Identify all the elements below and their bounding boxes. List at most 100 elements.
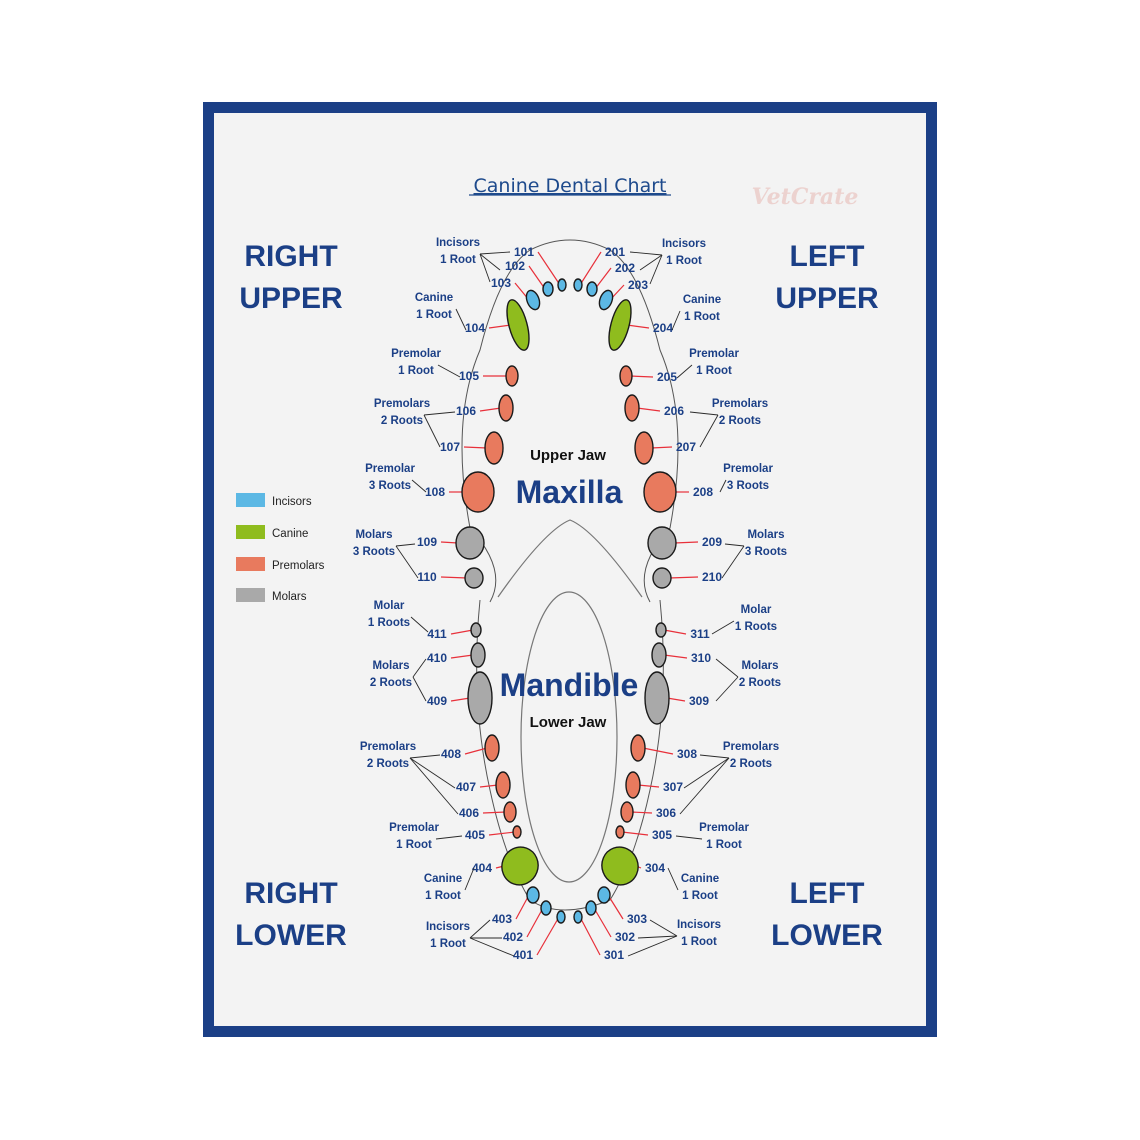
tooth-303[interactable] [597,886,611,904]
tooth-411-leader [450,629,474,635]
tooth-108[interactable] [461,471,495,513]
legend-label: Incisors [272,496,312,508]
group-pointer-line [639,254,663,271]
tooth-109-leader [440,541,459,544]
group-label-line: 3 Roots [369,480,411,492]
tooth-307-leader [637,784,660,788]
group-label-line: 1 Root [684,311,720,323]
tooth-306[interactable] [620,801,634,823]
tooth-403[interactable] [526,886,540,904]
group-label-line: Molars [747,529,784,541]
tooth-208[interactable] [643,471,677,513]
tooth-405[interactable] [512,825,522,839]
tooth-406[interactable] [503,801,517,823]
tooth-301[interactable] [573,910,583,924]
tooth-205[interactable] [619,365,633,387]
tooth-307[interactable] [625,771,641,799]
group-label-line: 1 Root [430,938,466,950]
tooth-110[interactable] [464,567,484,589]
tooth-209-leader [673,541,699,544]
tooth-number-207: 207 [676,440,696,454]
tooth-107[interactable] [484,431,504,465]
group-label-line: Premolars [723,741,779,753]
legend-item-incisors: Incisors [236,493,312,508]
tooth-106[interactable] [498,394,514,422]
tooth-408[interactable] [484,734,500,762]
tooth-109[interactable] [455,526,485,560]
tooth-403-leader [515,894,530,920]
group-label-line: Canine [681,873,719,885]
legend: Incisors Canine Premolars Molars [236,493,325,603]
tooth-302[interactable] [585,900,597,916]
tooth-104-leader [488,324,512,329]
tooth-410[interactable] [470,642,486,668]
group-label-line: Incisors [426,921,470,933]
tooth-number-311: 311 [690,627,710,641]
group-pointer-line [464,867,475,891]
quadrant-word-1: RIGHT [244,240,337,273]
group-pointer-line [676,364,693,379]
tooth-202[interactable] [586,281,598,297]
tooth-308[interactable] [630,734,646,762]
group-pointer-line [395,545,419,579]
tooth-309[interactable] [644,671,670,725]
group-label-line: 1 Root [396,839,432,851]
tooth-210[interactable] [652,567,672,589]
tooth-311[interactable] [655,622,667,638]
tooth-310[interactable] [651,642,667,668]
tooth-209[interactable] [647,526,677,560]
tooth-411[interactable] [470,622,482,638]
group-label-line: 2 Roots [719,415,761,427]
tooth-207[interactable] [634,431,654,465]
tooth-311-leader [663,629,687,635]
tooth-104[interactable] [503,298,534,353]
chart-frame [203,102,937,1037]
tooth-304[interactable] [597,842,644,890]
tooth-number-109: 109 [417,535,437,549]
tooth-number-406: 406 [459,806,479,820]
group-label-line: 1 Root [416,309,452,321]
tooth-number-208: 208 [693,485,713,499]
tooth-404[interactable] [497,842,544,890]
group-label-line: Incisors [662,238,706,250]
tooth-206[interactable] [624,394,640,422]
tooth-105[interactable] [505,365,519,387]
tooth-204[interactable] [605,298,636,353]
group-pointer-line [409,754,441,759]
group-label-line: 1 Root [682,890,718,902]
group-label-line: 1 Root [696,365,732,377]
tooth-number-204: 204 [653,321,673,335]
group-label-line: 1 Roots [368,617,410,629]
palate-curve [497,519,643,598]
group-pointer-line [435,835,463,840]
tooth-402-leader [526,907,544,938]
group-label-line: 2 Roots [381,415,423,427]
tooth-205-leader [629,375,654,378]
tooth-305[interactable] [615,825,625,839]
group-label-line: Molars [355,529,392,541]
tooth-409[interactable] [467,671,493,725]
quadrant-right-lower: RIGHT LOWER [235,877,347,952]
tooth-203[interactable] [597,289,615,312]
tooth-101[interactable] [557,278,567,292]
tooth-201[interactable] [573,278,583,292]
tooth-number-209: 209 [702,535,722,549]
tooth-407[interactable] [495,771,511,799]
tooth-401[interactable] [556,910,566,924]
tooth-210-leader [668,576,699,579]
legend-swatch [236,493,265,507]
tooth-number-302: 302 [615,930,635,944]
group-pointer-line [649,254,663,285]
tooth-102[interactable] [542,281,554,297]
group-pointer-line [671,310,681,331]
tooth-402[interactable] [540,900,552,916]
group-label-line: 3 Roots [727,480,769,492]
tooth-number-103: 103 [491,276,511,290]
legend-label: Premolars [272,560,325,572]
tooth-103[interactable] [524,289,542,312]
group-pointer-line [721,545,745,579]
tooth-number-104: 104 [465,321,485,335]
